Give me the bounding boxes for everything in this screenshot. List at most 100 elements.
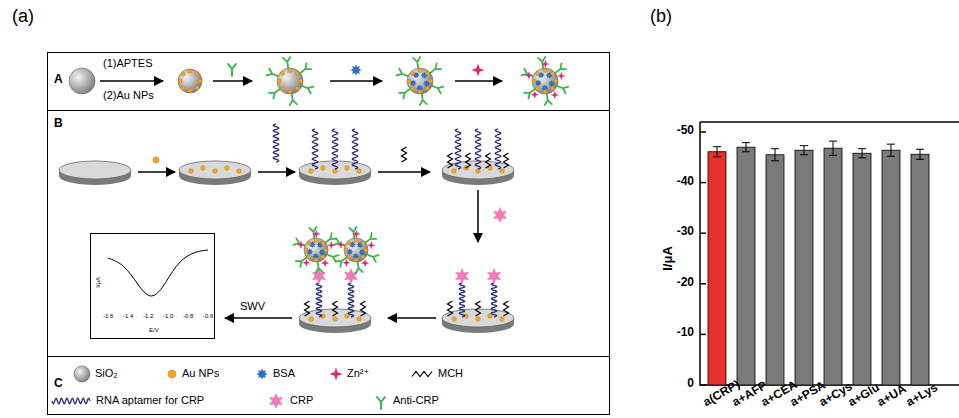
error-bar (713, 147, 721, 157)
legend-text: Anti-CRP (393, 394, 439, 407)
mch-symbol (361, 301, 366, 316)
process-arrow (388, 317, 436, 319)
gold-nanoparticle (201, 166, 206, 171)
antibody-symbol (418, 93, 427, 105)
gold-nanoparticle (347, 241, 351, 245)
zinc-ion-symbol (557, 72, 565, 80)
zinc-ion-symbol (321, 259, 329, 267)
node-text: I/μA (95, 277, 102, 288)
mch-symbol (476, 301, 481, 316)
silica-sphere (532, 68, 558, 94)
technique-label: SWV (240, 300, 265, 313)
zinc-ion-symbol (337, 241, 345, 249)
error-bar (800, 146, 808, 155)
gold-nanoparticle (277, 79, 281, 83)
panel-box: A(1)APTES(2)Au NPs (47, 52, 610, 111)
gold-nanoparticle (237, 169, 242, 174)
tick-label: -20 (677, 276, 694, 290)
legend-text: CRP (290, 394, 313, 407)
panel-label: (a) (12, 6, 34, 27)
mch-symbol (412, 372, 432, 377)
gold-nanoparticle (426, 71, 430, 75)
antibody-symbol (366, 251, 379, 262)
process-arrow (378, 171, 430, 173)
mch-symbol (504, 153, 509, 168)
antibody-symbol (556, 83, 569, 94)
gold-nanoparticle (188, 89, 192, 93)
gold-nanoparticle (543, 90, 547, 94)
antibody-symbol (431, 83, 444, 94)
gold-nanoparticle (410, 87, 414, 91)
gold-nanoparticle (543, 68, 547, 72)
antibody-symbol (301, 83, 314, 94)
axis-tick (700, 232, 706, 234)
silica-sphere (69, 68, 95, 94)
panel-box: C (47, 356, 610, 415)
error-bar (829, 141, 837, 155)
process-arrow (258, 171, 295, 173)
zinc-ion-symbol (367, 241, 375, 249)
gold-nanoparticle (410, 71, 414, 75)
aptamer-symbol (52, 398, 90, 403)
zinc-ion-symbol (297, 241, 305, 249)
chart-bar (911, 154, 929, 385)
inset-tick: -1.6 (103, 313, 113, 320)
zinc-ion-symbol (302, 259, 310, 267)
inset-tick: -1.0 (163, 313, 173, 320)
tick-label: -50 (677, 124, 694, 138)
bar-label: a+Lys (904, 381, 940, 410)
process-arrow (330, 80, 382, 82)
process-arrow (213, 80, 252, 82)
antibody-symbol (543, 93, 552, 105)
antibody-symbol (428, 64, 441, 76)
chart-bar (853, 153, 871, 385)
mch-symbol (402, 147, 407, 162)
legend-text: BSA (273, 367, 295, 380)
node-text: (1)APTES (103, 57, 153, 70)
antibody-symbol (269, 86, 282, 98)
axis-title: I/μA (661, 246, 676, 271)
gold-nanoparticle (198, 79, 202, 83)
bsa-symbol (351, 65, 362, 76)
mch-symbol (466, 153, 471, 168)
error-bar (771, 149, 779, 161)
aptamer-symbol (495, 129, 500, 169)
gold-nanoparticle (296, 71, 300, 75)
bsa-symbol (257, 369, 268, 380)
error-bar (742, 143, 750, 152)
gold-nanoparticle (532, 79, 536, 83)
aptamer-symbol (348, 283, 353, 317)
crp-symbol (312, 268, 326, 284)
zinc-ion-symbol (361, 259, 369, 267)
axis-tick (700, 283, 706, 285)
gold-nanoparticle (304, 248, 308, 252)
gold-nanoparticle (296, 87, 300, 91)
silica-sphere (304, 238, 328, 262)
gold-nanoparticle (426, 87, 430, 91)
mch-symbol (504, 301, 509, 316)
panel-letter: C (54, 377, 63, 391)
aptamer-symbol (459, 283, 464, 317)
mch-symbol (305, 301, 310, 316)
gold-nanoparticle (500, 317, 505, 322)
antibody-symbol (334, 238, 347, 249)
process-arrow (138, 171, 175, 173)
antibody-symbol (326, 251, 339, 262)
zinc-ion-symbol (471, 63, 484, 76)
mch-symbol (448, 301, 453, 316)
mch-symbol (448, 153, 453, 168)
gold-nanoparticle (333, 169, 338, 174)
gold-nanoparticle (178, 79, 182, 83)
legend-text: Zn²⁺ (347, 367, 369, 380)
gold-nanoparticle (554, 79, 558, 83)
gold-nanoparticle (551, 71, 555, 75)
tick-label: -40 (677, 175, 694, 189)
tick-label: -30 (677, 225, 694, 239)
gold-nanoparticle (407, 79, 411, 83)
inset-tick: -1.4 (123, 313, 133, 320)
antibody-symbol (228, 64, 236, 76)
zinc-ion-symbol (312, 230, 320, 238)
error-bar (916, 149, 924, 159)
